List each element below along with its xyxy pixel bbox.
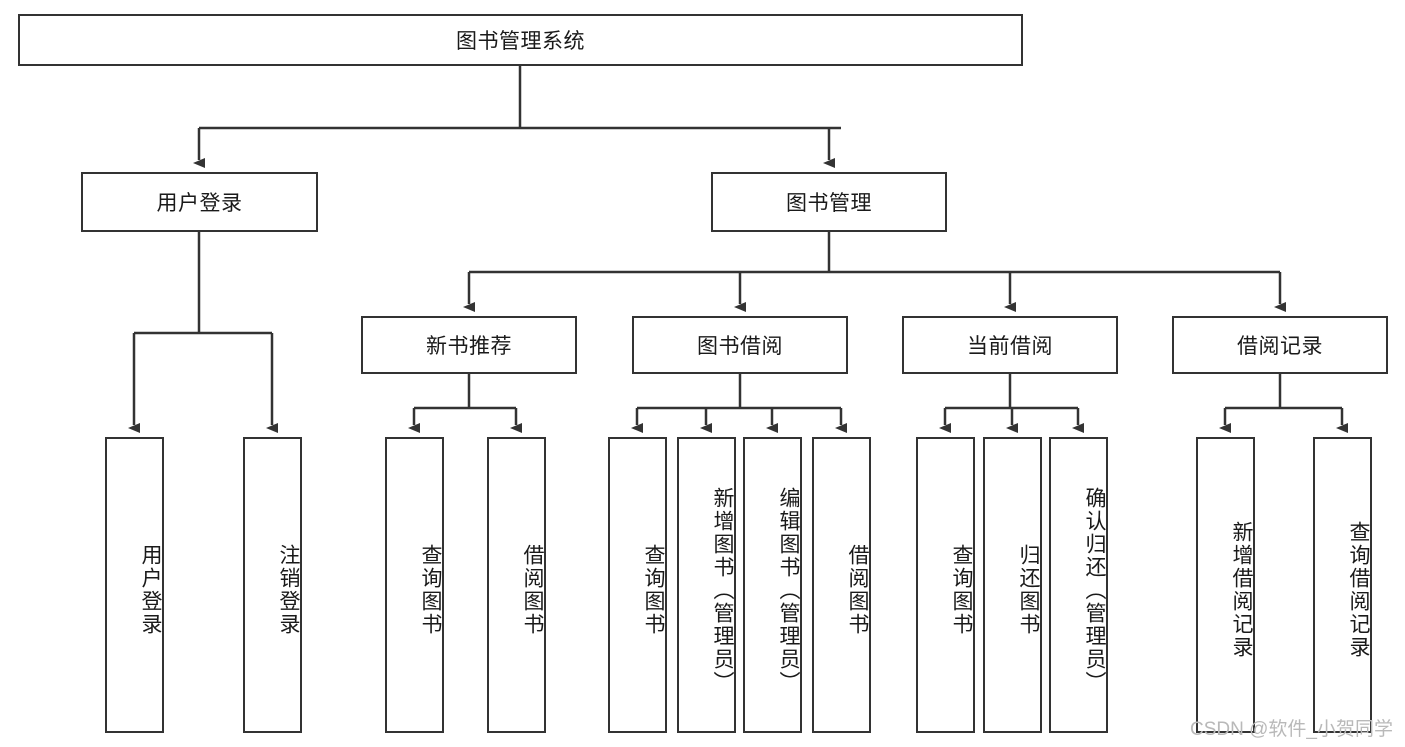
leaf-edit-book-admin-label: 编辑图书（管理员） [777, 486, 800, 694]
node-borrow-record-label: 借阅记录 [1237, 335, 1323, 358]
leaf-return-book-label: 归还图书 [1017, 544, 1040, 636]
node-root[interactable]: 图书管理系统 [18, 14, 1023, 66]
leaf-add-borrow-record[interactable]: 新增借阅记录 [1196, 437, 1255, 733]
edge-group-book-manage [463, 232, 1286, 312]
node-current-borrow-label: 当前借阅 [967, 335, 1053, 358]
leaf-add-borrow-record-label: 新增借阅记录 [1230, 521, 1253, 659]
leaf-query-borrow-record-label: 查询借阅记录 [1347, 521, 1370, 659]
leaf-confirm-return-admin[interactable]: 确认归还（管理员） [1049, 437, 1108, 733]
leaf-borrow-book-recommend-label: 借阅图书 [521, 544, 544, 636]
edge-group-new-book [408, 374, 522, 433]
leaf-add-book-admin-label: 新增图书（管理员） [711, 486, 734, 694]
leaf-borrow-book[interactable]: 借阅图书 [812, 437, 871, 733]
leaf-borrow-book-label: 借阅图书 [846, 544, 869, 636]
leaf-edit-book-admin[interactable]: 编辑图书（管理员） [743, 437, 802, 733]
leaf-query-book-recommend-label: 查询图书 [419, 544, 442, 636]
node-book-manage-label: 图书管理 [786, 192, 872, 215]
edge-group-user-login [128, 232, 278, 433]
node-book-borrow[interactable]: 图书借阅 [632, 316, 848, 374]
leaf-query-book-borrow[interactable]: 查询图书 [608, 437, 667, 733]
edge-group-root [193, 66, 841, 168]
leaf-query-book-current[interactable]: 查询图书 [916, 437, 975, 733]
node-user-login[interactable]: 用户登录 [81, 172, 318, 232]
node-book-manage[interactable]: 图书管理 [711, 172, 947, 232]
leaf-return-book[interactable]: 归还图书 [983, 437, 1042, 733]
leaf-query-borrow-record[interactable]: 查询借阅记录 [1313, 437, 1372, 733]
node-borrow-record[interactable]: 借阅记录 [1172, 316, 1388, 374]
leaf-query-book-current-label: 查询图书 [950, 544, 973, 636]
node-new-book-recommend-label: 新书推荐 [426, 335, 512, 358]
leaf-user-login[interactable]: 用户登录 [105, 437, 164, 733]
leaf-add-book-admin[interactable]: 新增图书（管理员） [677, 437, 736, 733]
node-new-book-recommend[interactable]: 新书推荐 [361, 316, 577, 374]
node-current-borrow[interactable]: 当前借阅 [902, 316, 1118, 374]
edge-group-book-borrow [631, 374, 847, 433]
leaf-logout[interactable]: 注销登录 [243, 437, 302, 733]
leaf-logout-label: 注销登录 [277, 544, 300, 636]
edge-group-current-borrow [939, 374, 1084, 433]
leaf-query-book-borrow-label: 查询图书 [642, 544, 665, 636]
node-user-login-label: 用户登录 [156, 192, 243, 215]
node-book-borrow-label: 图书借阅 [697, 335, 783, 358]
leaf-query-book-recommend[interactable]: 查询图书 [385, 437, 444, 733]
csdn-watermark: CSDN @软件_小贺同学 [1190, 719, 1393, 740]
leaf-confirm-return-admin-label: 确认归还（管理员） [1083, 486, 1106, 694]
edge-group-borrow-record [1219, 374, 1348, 433]
leaf-user-login-label: 用户登录 [139, 544, 162, 636]
node-root-label: 图书管理系统 [456, 30, 585, 53]
leaf-borrow-book-recommend[interactable]: 借阅图书 [487, 437, 546, 733]
